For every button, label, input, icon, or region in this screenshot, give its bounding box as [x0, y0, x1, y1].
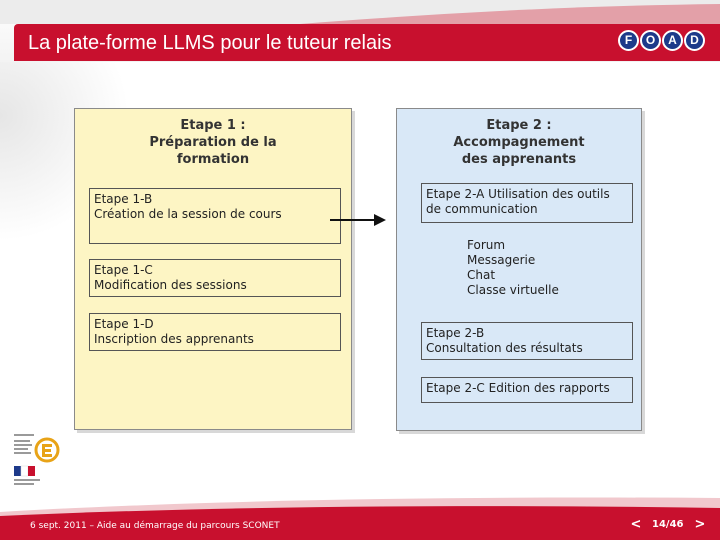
- step-1d-line-2: Inscription des apprenants: [94, 332, 254, 346]
- panel-1-title-line-2: Préparation de la: [149, 135, 277, 150]
- footer-swoosh: [0, 497, 720, 540]
- panel-2-title-line-3: des apprenants: [461, 152, 577, 167]
- step-1b-line-2: Création de la session de cours: [94, 207, 282, 221]
- panel-etape-1: Etape 1 : Préparation de la formation Et…: [74, 108, 352, 430]
- step-2a-box: Etape 2-A Utilisation des outils de comm…: [421, 183, 633, 223]
- title-bar: [14, 24, 720, 61]
- list-item: Chat: [467, 268, 496, 282]
- chevron-right-icon[interactable]: >: [690, 516, 710, 534]
- step-1c-line-2: Modification des sessions: [94, 278, 247, 292]
- foad-logo: F O A D: [618, 30, 708, 54]
- logo-letter-d: D: [684, 30, 705, 51]
- panel-2-title-line-1: Etape 2 :: [486, 118, 552, 133]
- list-item: Classe virtuelle: [467, 283, 559, 297]
- slide-navigation: < 14/46 >: [626, 514, 712, 538]
- step-1d-line-1: Etape 1-D: [94, 317, 154, 331]
- panel-etape-2: Etape 2 : Accompagnement des apprenants …: [396, 108, 642, 431]
- step-1c-line-1: Etape 1-C: [94, 263, 153, 277]
- step-2b-box: Etape 2-B Consultation des résultats: [421, 322, 633, 360]
- step-1b-line-1: Etape 1-B: [94, 192, 153, 206]
- page-title: La plate-forme LLMS pour le tuteur relai…: [28, 32, 392, 54]
- panel-2-title-line-2: Accompagnement: [453, 135, 585, 150]
- step-2c-line-1: Etape 2-C Edition des rapports: [426, 381, 610, 395]
- panel-1-title-line-1: Etape 1 :: [180, 118, 246, 133]
- page-counter: 14/46: [652, 519, 684, 530]
- step-2c-box: Etape 2-C Edition des rapports: [421, 377, 633, 403]
- communication-tools-list: Forum Messagerie Chat Classe virtuelle: [467, 238, 559, 298]
- step-2b-line-1: Etape 2-B: [426, 326, 485, 340]
- list-item: Forum: [467, 238, 506, 252]
- logo-letter-o: O: [640, 30, 661, 51]
- header-swoosh: [0, 0, 720, 24]
- panel-1-title-line-3: formation: [176, 152, 250, 167]
- arrow-right-icon: [330, 214, 386, 226]
- step-1d-box: Etape 1-D Inscription des apprenants: [89, 313, 341, 351]
- step-1b-box: Etape 1-B Création de la session de cour…: [89, 188, 341, 244]
- step-2a-line-1: Etape 2-A Utilisation des outils: [426, 187, 610, 201]
- logo-letter-a: A: [662, 30, 683, 51]
- panel-2-title: Etape 2 : Accompagnement des apprenants: [397, 117, 641, 168]
- logo-letter-f: F: [618, 30, 639, 51]
- step-2a-line-2: de communication: [426, 202, 538, 216]
- ministry-logo-icon: [14, 434, 60, 485]
- list-item: Messagerie: [467, 253, 536, 267]
- chevron-left-icon[interactable]: <: [626, 516, 646, 534]
- step-2b-line-2: Consultation des résultats: [426, 341, 583, 355]
- footer-text: 6 sept. 2011 – Aide au démarrage du parc…: [30, 521, 280, 531]
- step-1c-box: Etape 1-C Modification des sessions: [89, 259, 341, 297]
- panel-1-title: Etape 1 : Préparation de la formation: [75, 117, 351, 168]
